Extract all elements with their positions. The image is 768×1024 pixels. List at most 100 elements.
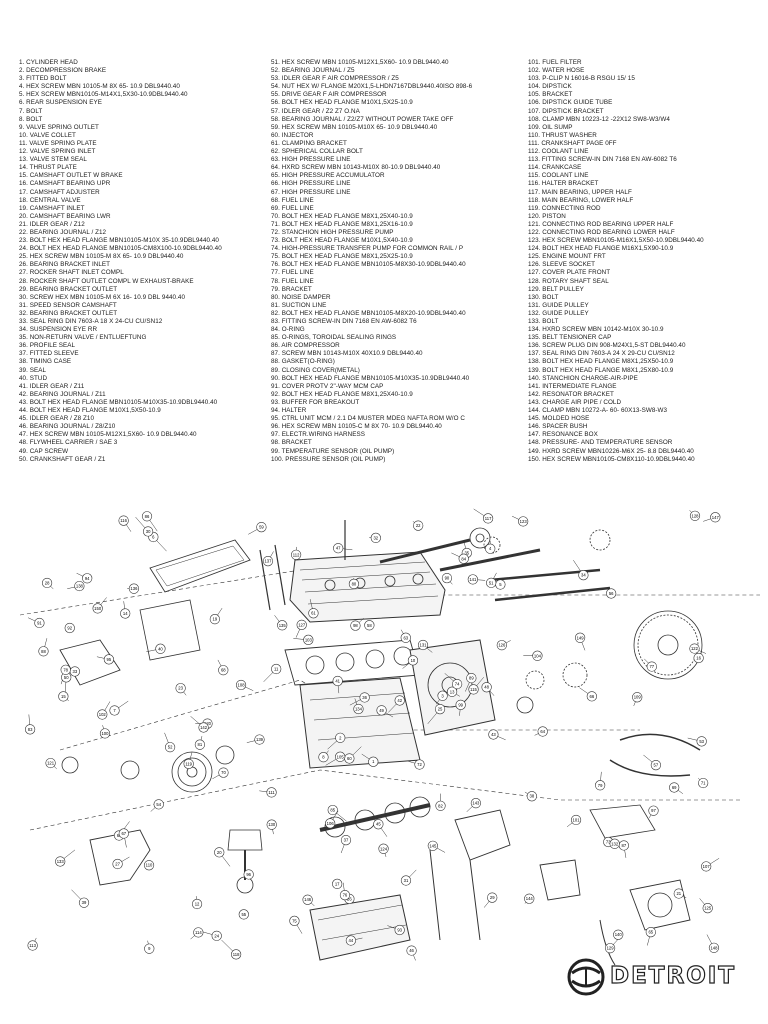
parts-list-item: 150. HEX SCREW MBN10105-CM8X110-10.9DBL9… — [528, 455, 695, 463]
parts-list-item: 145. MOLDED HOSE — [528, 415, 590, 423]
callout-number: 91 — [37, 620, 42, 625]
parts-list-item: 29. BEARING BRACKET OUTLET — [19, 285, 118, 293]
callout-bubble — [435, 800, 446, 811]
callout-number: 73 — [606, 839, 611, 844]
parts-list-item: 123. HEX SCREW MBN10105-M16X1,5X50-10.9D… — [528, 237, 704, 245]
parts-list-item: 2. DECOMPRESSION BRAKE — [19, 67, 107, 75]
parts-list-item: 30. SCREW HEX MBN 10105-M 6X 16- 10.9 DB… — [19, 293, 186, 301]
callout-bubble — [613, 929, 624, 940]
callout-bubble — [231, 949, 242, 960]
callout-number: 27 — [115, 862, 120, 867]
callout-number: 148 — [710, 945, 718, 950]
dipstick — [429, 849, 441, 941]
parts-list-item: 135. BELT TENSIONER CAP — [528, 334, 612, 342]
callout-number: 20 — [217, 850, 222, 855]
parts-list-item: 21. IDLER GEAR / Z12 — [19, 220, 85, 228]
parts-list-item: 8. BOLT — [19, 115, 43, 123]
callout-number: 113 — [29, 943, 36, 948]
callout-bubble — [254, 734, 265, 745]
callout-bubble — [400, 632, 411, 643]
callout-number: 78 — [63, 667, 68, 672]
callout-number: 136 — [130, 586, 138, 591]
callout-bubble — [689, 510, 701, 521]
parts-list-item: 104. DIPSTICK — [528, 83, 572, 91]
parts-list-item: 139. BOLT HEX HEAD FLANGE M8X1,25X80-10.… — [528, 366, 674, 374]
parts-list-item: 42. BEARING JOURNAL / Z11 — [19, 390, 106, 398]
parts-list-item: 59. HEX SCREW MBN 10105-M10X 65- 10.9 DB… — [271, 123, 438, 131]
parts-list-item: 144. CLAMP MBN 10272-A- 60- 60X13-SW8-W3 — [528, 407, 668, 415]
callout-bubble — [82, 573, 93, 584]
callout-number: 76 — [343, 893, 348, 898]
parts-list-item: 13. VALVE STEM SEAL — [19, 156, 87, 164]
callout-bubble — [194, 739, 205, 750]
parts-list-item: 78. FUEL LINE — [271, 277, 314, 285]
callout-number: 23 — [178, 686, 183, 691]
parts-list-item: 22. BEARING JOURNAL / Z12 — [19, 228, 107, 236]
callout-number: 79 — [598, 783, 603, 788]
callout-number: 125 — [704, 906, 712, 911]
parts-list-item: 27. ROCKER SHAFT INLET COMPL — [19, 269, 124, 277]
callout-number: 123 — [520, 519, 528, 524]
parts-list-item: 89. CLOSING COVER(METAL) — [271, 366, 360, 374]
callout-bubble — [669, 782, 680, 793]
parts-list-item: 12. VALVE SPRING INLET — [19, 148, 96, 156]
callout-bubble — [211, 930, 222, 941]
callout-number: 119 — [185, 761, 192, 766]
callout-bubble — [470, 798, 481, 809]
callout-bubble — [99, 728, 111, 739]
callout-bubble — [340, 834, 352, 846]
callout-bubble — [696, 736, 707, 747]
callout-bubble — [673, 888, 684, 899]
callout-number: 114 — [195, 930, 202, 935]
parts-list-item: 120. PISTON — [528, 212, 566, 220]
callout-bubble — [632, 692, 643, 703]
callout-number: 116 — [120, 518, 127, 523]
callout-bubble — [209, 614, 220, 625]
callout-number: 10 — [411, 658, 416, 663]
callout-bubble — [537, 726, 548, 737]
callout-number: 126 — [498, 643, 506, 648]
parts-list-item: 83. FITTING SCREW-IN DIN 7168 EN AW-6082… — [271, 318, 417, 325]
callout-bubble — [143, 860, 155, 871]
callout-bubble — [578, 570, 589, 581]
parts-list-item: 113. FITTING SCREW-IN DIN 7168 EN AW-608… — [528, 156, 677, 164]
callout-bubble — [532, 650, 543, 661]
parts-list-item: 62. SPHERICAL COLLAR BOLT — [271, 148, 363, 156]
callout-number: 83 — [28, 727, 33, 732]
callout-number: 120 — [204, 721, 212, 726]
callout-number: 101 — [573, 817, 581, 822]
callout-number: 35 — [464, 550, 469, 555]
parts-list-item: 132. GUIDE PULLEY — [528, 309, 589, 317]
parts-list-item: 91. COVER PROTV 2"-WAY MCM CAP — [271, 382, 384, 390]
callout-number: 49 — [379, 708, 384, 713]
callout-bubble — [271, 663, 282, 675]
callout-bubble — [467, 574, 478, 585]
callout-bubble — [109, 705, 120, 716]
parts-list-item: 101. FUEL FILTER — [528, 59, 582, 66]
callout-bubble — [486, 577, 497, 588]
callout-bubble — [325, 818, 336, 829]
parts-list-item: 80. NOISE DAMPER — [271, 293, 331, 301]
callout-number: 47 — [336, 546, 341, 551]
callout-bubble — [318, 752, 329, 763]
parts-list-item: 87. SCREW MBN 10143-M10X 40X10.9 DBL9440… — [271, 350, 423, 358]
callout-number: 104 — [534, 653, 542, 658]
callout-number: 3 — [441, 693, 444, 698]
parts-list-item: 81. SUCTION LINE — [271, 301, 327, 309]
callout-bubble — [689, 643, 700, 654]
parts-list-item: 63. HIGH PRESSURE LINE — [271, 156, 351, 164]
callout-bubble — [417, 639, 429, 651]
callout-number: 137 — [264, 559, 272, 564]
parts-list-item: 141. INTERMEDIATE FLANGE — [528, 382, 617, 390]
parts-list-item: 72. STANCHION HIGH PRESSURE PUMP — [271, 228, 394, 236]
callout-number: 131 — [420, 642, 428, 647]
parts-list-item: 130. BOLT — [528, 293, 559, 301]
callout-number: 66 — [590, 694, 595, 699]
callout-number: 84 — [461, 556, 466, 561]
callout-number: 12 — [195, 902, 200, 907]
callout-bubble — [364, 620, 375, 631]
parts-list-item: 35. NON-RETURN VALVE / ENTLUEFTUNG — [19, 334, 147, 342]
